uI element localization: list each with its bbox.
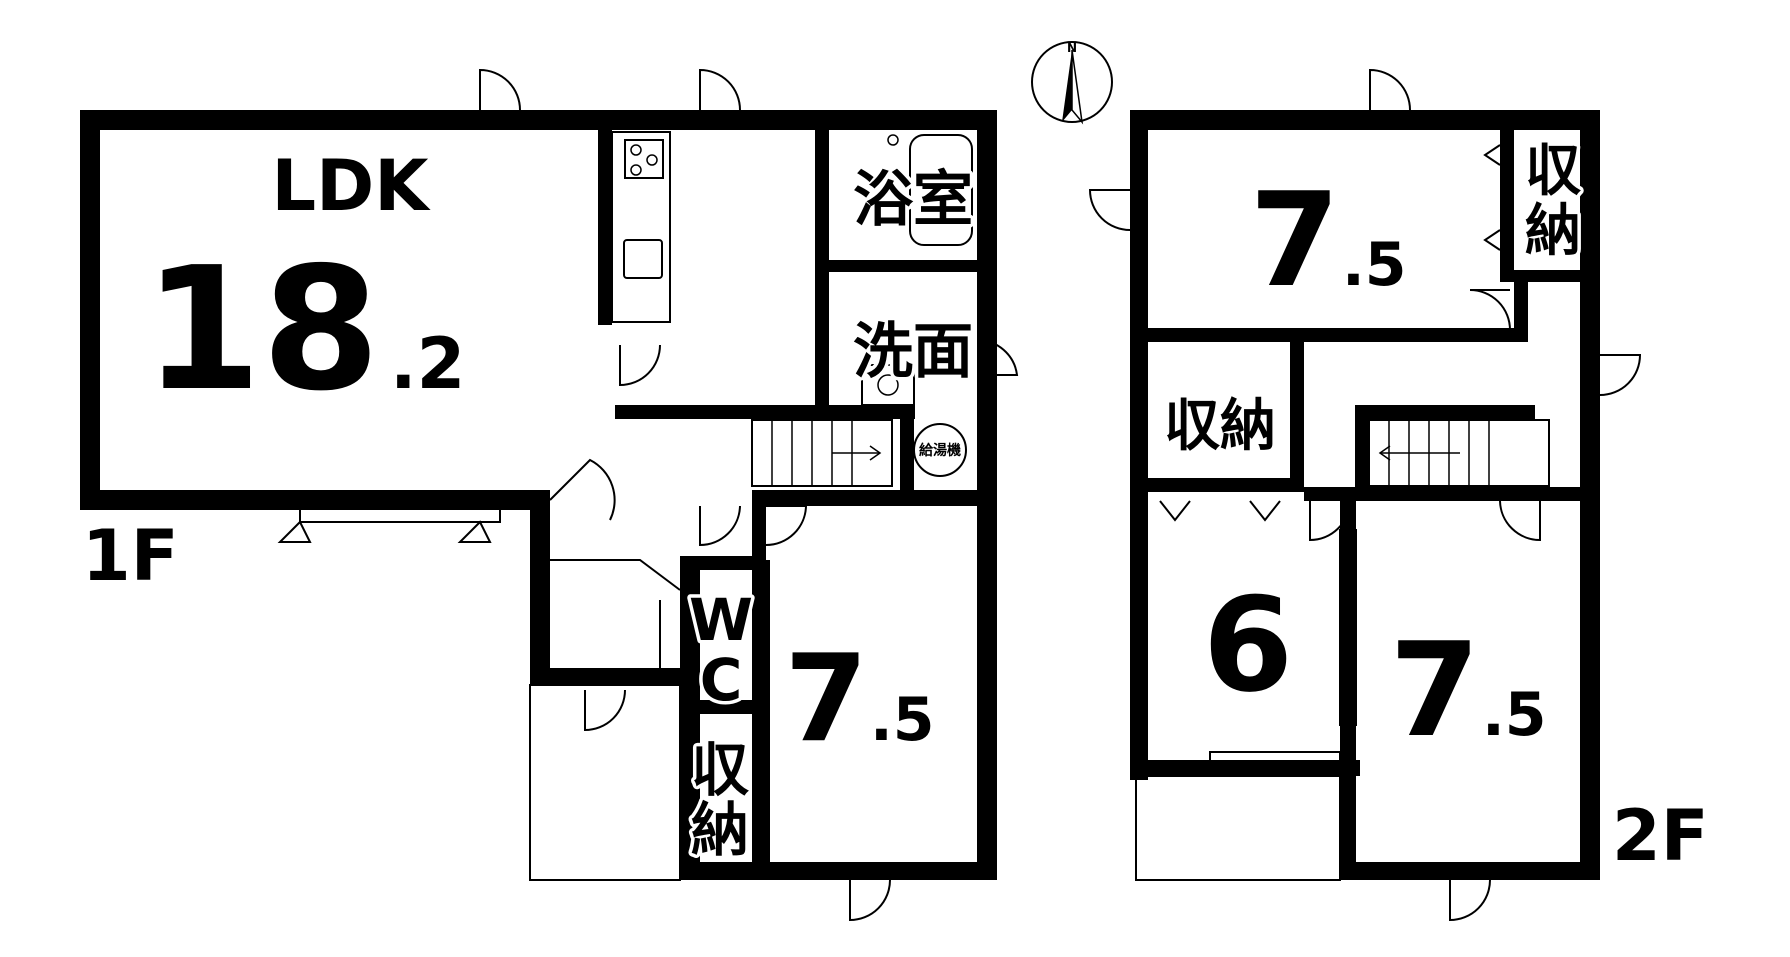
wc-label-c: C [700,646,743,714]
ldk-label: LDK [272,145,432,227]
storage-2f-north-label-1: 収 [1525,139,1581,204]
room-2f-north-size-main: 7 [1250,164,1340,316]
ldk-size-decimal: .2 [390,323,465,405]
room-2f-north-size-decimal: .5 [1342,230,1407,300]
floor-2-label: 2F [1612,795,1709,877]
wc-label-w: W [689,586,753,654]
storage-1f-label-1: 収 [691,736,749,804]
floor-2-fixtures [1088,68,1642,922]
room-1f-size-main: 7 [785,630,869,769]
bath-label: 浴室 [853,165,973,235]
storage-2f-north-label-2: 納 [1525,199,1581,264]
room-2f-6-size: 6 [1203,569,1293,721]
room-1f-size-decimal: .5 [870,685,935,755]
compass-rose: N [1031,41,1113,125]
floor-2-walls [1130,110,1600,880]
compass-north-label: N [1067,41,1077,55]
room-2f-south-size-decimal: .5 [1482,680,1547,750]
storage-1f-label-2: 納 [691,796,749,864]
floor-1-label: 1F [82,515,179,597]
washroom-label: 洗面 [853,317,973,387]
room-2f-south-size-main: 7 [1390,614,1480,766]
floor-1-fixtures [277,68,1019,922]
storage-2f-mid-label: 収納 [1164,394,1276,459]
water-heater-label: 給湯機 [919,442,961,459]
ldk-size-main: 18 [143,231,380,429]
floor-1-walls [80,110,997,880]
